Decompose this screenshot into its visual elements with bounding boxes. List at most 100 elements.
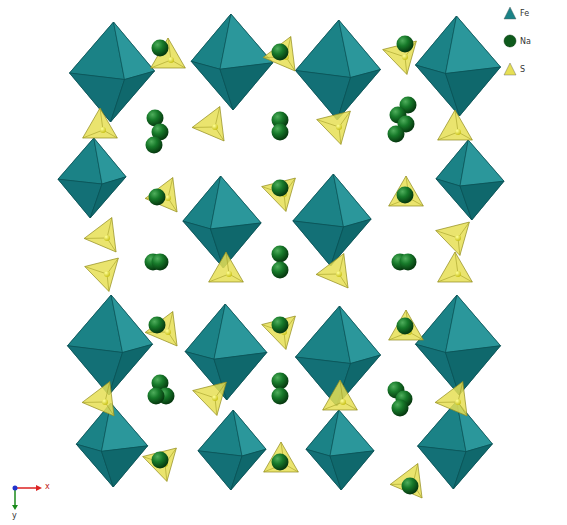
na-atom [272, 454, 289, 471]
na-atom [397, 36, 414, 53]
octahedron-face [198, 410, 266, 490]
s-tetrahedron [323, 380, 358, 410]
tetrahedron-face [145, 178, 177, 212]
tetrahedron-face [389, 310, 424, 340]
tetrahedron-face [390, 464, 422, 498]
tetrahedron-edge [168, 312, 173, 332]
axis-label: x [45, 482, 50, 491]
legend-label: Fe [520, 9, 529, 18]
s-tetrahedron [209, 252, 244, 282]
octahedron-face [330, 410, 374, 456]
s-atom [165, 195, 171, 201]
s-atom [455, 129, 461, 135]
fe-octahedron [183, 176, 261, 268]
octahedron-face [211, 176, 262, 229]
s-tetrahedron [151, 38, 186, 68]
octahedron-face [453, 444, 492, 489]
s-atom [402, 54, 408, 60]
tetrahedron-face [151, 38, 186, 68]
tetrahedron-face [389, 176, 424, 206]
s-tetrahedron [84, 218, 116, 252]
tetrahedron-edge [455, 110, 458, 132]
fe-octahedron [418, 401, 493, 489]
s-tetrahedron [145, 178, 177, 212]
octahedron-face [460, 140, 504, 186]
na-atom [148, 388, 165, 405]
s-tetrahedron [85, 258, 119, 291]
s-tetrahedron [317, 111, 351, 144]
octahedron-face [183, 176, 261, 268]
na-atom [152, 40, 169, 57]
legend-label: S [520, 65, 525, 74]
octahedron-face [339, 20, 381, 78]
octahedron-face [220, 14, 273, 69]
s-atom [455, 271, 461, 277]
tetrahedron-face [82, 382, 114, 416]
octahedron-face [185, 304, 267, 400]
tetrahedron-edge [209, 274, 229, 282]
octahedron-face [296, 20, 381, 120]
fe-octahedron [76, 403, 147, 487]
na-atom [272, 388, 289, 405]
s-tetrahedron [143, 448, 177, 481]
tetrahedron-edge [435, 402, 458, 403]
tetrahedron-edge [436, 231, 458, 238]
s-tetrahedron [263, 37, 295, 71]
octahedron-face [457, 401, 493, 452]
s-atom [168, 57, 174, 63]
s-tetrahedron [264, 442, 299, 472]
octahedron-face [94, 138, 126, 184]
tetrahedron-edge [438, 274, 458, 282]
octahedron-face [58, 138, 126, 218]
tetrahedron-face [209, 252, 244, 282]
s-tetrahedron [435, 382, 467, 416]
tetrahedron-face [317, 111, 351, 144]
octahedron-face [446, 346, 501, 395]
s-atom [104, 271, 110, 277]
octahedron-face [68, 295, 153, 395]
tetrahedron-face [143, 448, 177, 481]
na-atom [400, 254, 417, 271]
octahedron-face [111, 295, 152, 353]
tetrahedron-edge [151, 60, 171, 68]
tetrahedron-face [83, 108, 118, 138]
s-atom [104, 235, 110, 241]
octahedron-face [446, 67, 501, 116]
na-atom [146, 137, 163, 154]
na-atom [402, 478, 419, 495]
tetrahedron-face [262, 316, 296, 349]
octahedron-face [330, 451, 374, 490]
s-atom [226, 271, 232, 277]
octahedron-face [296, 357, 351, 406]
legend-swatch [503, 6, 517, 20]
fe-octahedron [306, 410, 374, 490]
fe-octahedron [293, 174, 371, 266]
na-atom [397, 318, 414, 335]
octahedron-face [109, 344, 153, 395]
tetrahedron-face [438, 252, 473, 282]
s-tetrahedron [193, 382, 227, 415]
s-tetrahedron [389, 310, 424, 340]
octahedron-face [446, 295, 501, 353]
tetrahedron-edge [85, 267, 107, 274]
x-axis [15, 487, 36, 489]
octahedron-face [460, 181, 504, 220]
tetrahedron-face [263, 37, 295, 71]
tetrahedron-edge [83, 130, 103, 138]
s-tetrahedron [192, 107, 224, 141]
tetrahedron-edge [107, 218, 112, 238]
s-tetrahedron [262, 316, 296, 349]
s-atom [212, 124, 218, 130]
s-tetrahedron [316, 254, 348, 288]
s-atom [455, 235, 461, 241]
y-arrowhead [12, 505, 18, 510]
na-atom [152, 254, 169, 271]
octahedron-face [70, 22, 155, 122]
tetrahedron-edge [438, 132, 458, 140]
s-atom [340, 399, 346, 405]
octahedron-face [102, 446, 148, 487]
na-atom [149, 317, 166, 334]
na-atom [272, 246, 289, 263]
tetrahedron-edge [168, 38, 171, 60]
